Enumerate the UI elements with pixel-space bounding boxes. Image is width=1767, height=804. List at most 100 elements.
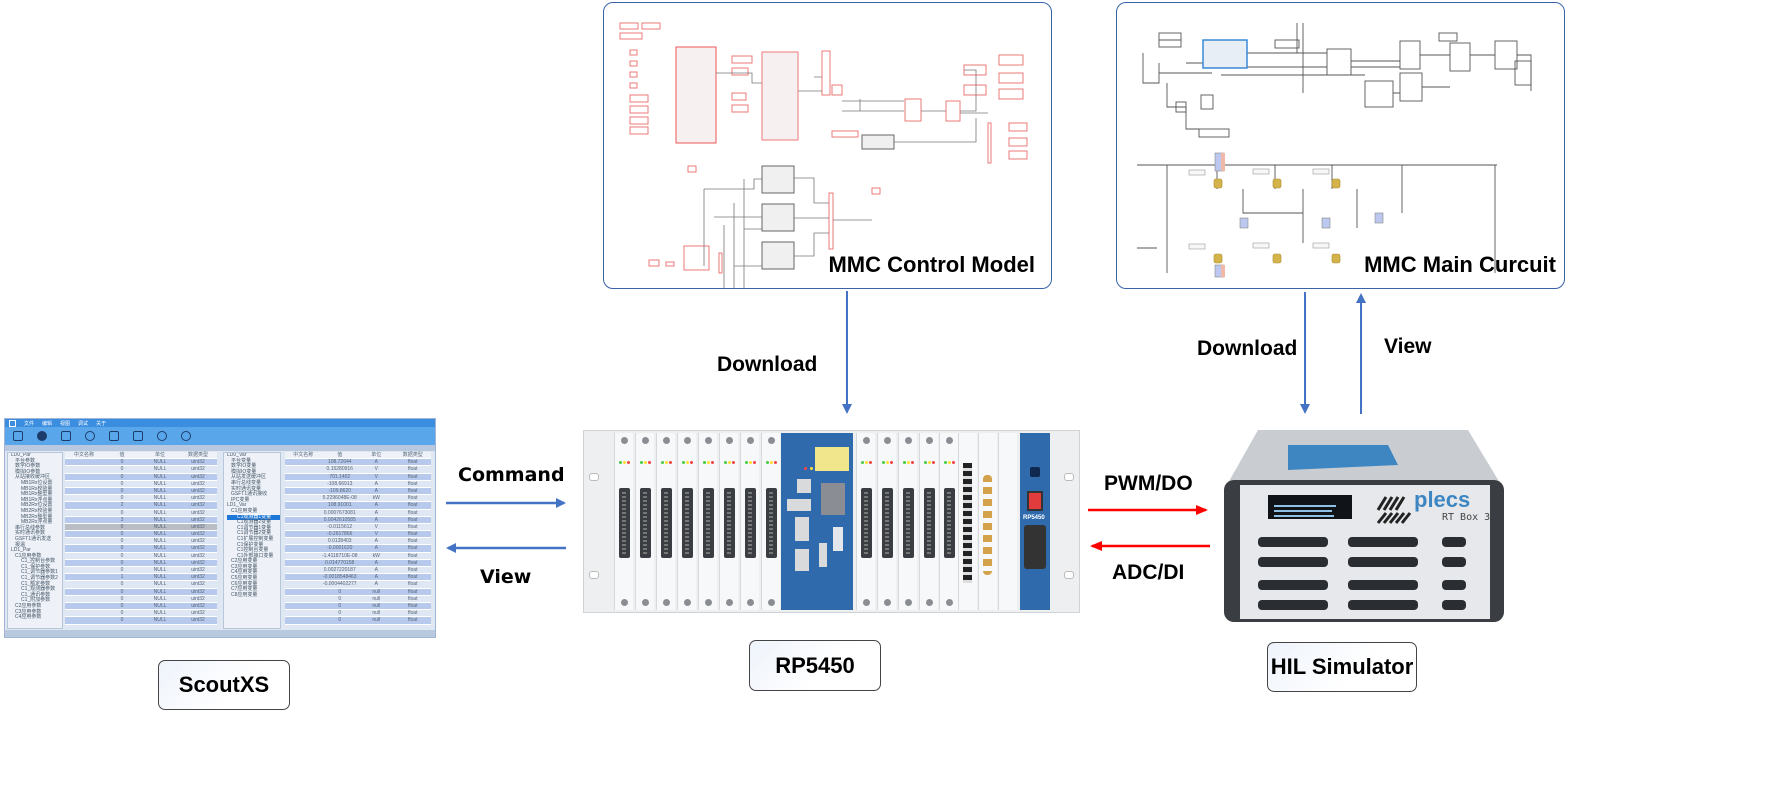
tree-item[interactable]: C1控制台变量 [237,547,269,554]
tree-item[interactable]: C1_调节器参数1 [21,569,58,576]
tree-item[interactable]: MB2Rx校验量 [21,507,53,514]
tree-item[interactable]: C1_观测器参数 [21,586,56,593]
main-circuit-panel[interactable]: MMC Main Curcuit [1116,2,1565,289]
tree-item[interactable]: C1调节器2变量 [237,530,272,537]
tree-item[interactable]: 串行总线变量 [231,479,262,486]
tree-item[interactable]: 模拟IO变量 [231,468,257,475]
tree-item[interactable]: LD0_Par [11,452,31,458]
tree-item[interactable]: MB1Rx校验量 [21,485,53,492]
connect-icon[interactable] [37,431,47,441]
tree-item[interactable]: C2应用变量 [231,558,258,565]
tree-item[interactable]: C1观测器2变量 [237,519,272,526]
tree-item[interactable]: 数字IO参数 [15,463,41,470]
tree-item[interactable]: C3应用参数 [15,608,42,615]
tree-item[interactable]: C1应用变量 [231,507,258,514]
grid-header-row[interactable]: 中文名称值单位数据类型 [285,452,431,460]
tree-item[interactable]: C1_通讯参数 [21,591,51,598]
tree-item[interactable]: C1调节器1变量 [237,524,272,531]
tree-item[interactable]: IPC变量 [231,496,250,503]
tree-item[interactable]: C6应用变量 [231,580,258,587]
menu-file[interactable]: 文件 [24,420,35,427]
tree-item[interactable]: C1_调节器参数2 [21,575,58,582]
menu-view[interactable]: 视图 [60,420,71,427]
tree-item[interactable]: 平台变量 [231,457,252,464]
tree-item[interactable]: C4应用参数 [15,614,42,621]
clock-icon[interactable] [181,431,191,441]
tree-item[interactable]: C3应用变量 [231,563,258,570]
tree-item[interactable]: GSFT1通讯接收 [231,491,268,498]
refresh-icon[interactable] [85,431,95,441]
tree-item[interactable]: 从站发送缓冲区 [231,474,267,481]
tree-item[interactable]: GSFT1通讯发送 [15,535,52,542]
tree-item[interactable]: C1_控制台参数 [21,558,56,565]
tree-item[interactable]: 实时通讯变量 [231,485,262,492]
tree-item[interactable]: MB2Rx位设置 [21,502,53,509]
tree-item[interactable]: C1应用参数 [15,552,42,559]
var-tree[interactable]: LD0_Var 平台变量 数字IO变量 模拟IO变量 从站发送缓冲区 串行总线变… [223,452,281,629]
settings-icon[interactable] [157,431,167,441]
tree-item[interactable]: C5应用变量 [231,575,258,582]
tree-item[interactable]: 从站接收缓冲区 [15,474,51,481]
menu-debug[interactable]: 调试 [78,420,89,427]
tree-item[interactable]: 数字IO变量 [231,463,257,470]
control-model-panel[interactable]: MMC Control Model [603,2,1052,289]
tree-item[interactable]: C1_保护参数 [21,563,51,570]
tree-item[interactable]: C1保护变量 [237,541,264,548]
scoutxs-window[interactable]: 文件 编辑 视图 调试 关于 LD0_Par 平台参数 数字IO参数 模拟IO参… [4,418,436,638]
menu-edit[interactable]: 编辑 [42,420,53,427]
tree-item[interactable]: 实时通讯参数 [15,530,46,537]
save-icon[interactable] [13,431,23,441]
tree-item[interactable]: MB1Rx整型量 [21,491,53,498]
tree-item[interactable]: 报温 [15,541,26,548]
tree-item[interactable]: C1扩展控制变量 [237,535,274,542]
tree-item[interactable]: C8应用变量 [231,591,258,598]
power-switch[interactable] [1027,491,1043,511]
tree-item[interactable]: LD1_Var [227,502,247,509]
chart-icon[interactable] [109,431,119,441]
tree-item[interactable]: C1_额定参数 [21,580,51,587]
tree-item[interactable]: C4应用变量 [231,569,258,576]
grid-header-row[interactable]: 中文名称值单位数据类型 [65,452,217,460]
